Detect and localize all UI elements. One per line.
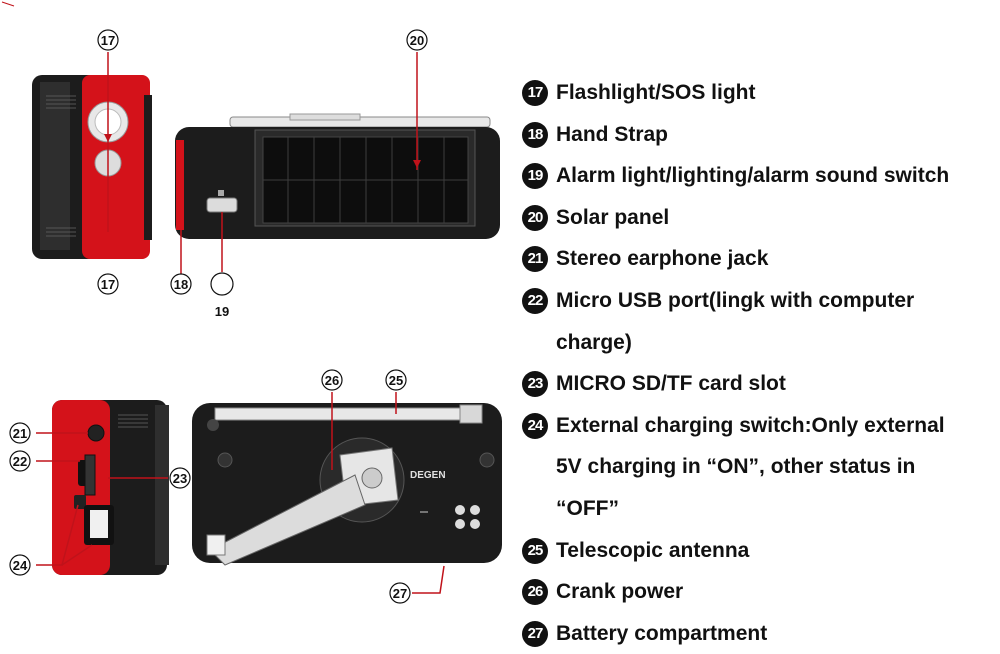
callout-17-bottom bbox=[97, 273, 119, 295]
top-view-solar bbox=[175, 113, 500, 239]
legend-text: Crank power bbox=[556, 580, 684, 604]
legend-text: 5V charging in “ON”, other status in bbox=[556, 455, 916, 479]
callout-17-top-text: 17 bbox=[101, 33, 115, 48]
legend-list: 17 Flashlight/SOS light 18 Hand Strap 19 Al… bbox=[520, 72, 1000, 654]
legend-text: Solar panel bbox=[556, 205, 670, 229]
callout-18 bbox=[170, 273, 192, 295]
callout-27-text: 27 bbox=[393, 586, 407, 601]
legend-item: 20 Solar panel bbox=[520, 197, 1000, 239]
brand-label: DEGEN bbox=[410, 470, 446, 481]
legend-item-continuation: charge) bbox=[520, 322, 1000, 364]
legend-item: 19 Alarm light/lighting/alarm sound switc… bbox=[520, 155, 1000, 197]
legend-item-continuation: 5V charging in “ON”, other status in bbox=[520, 446, 1000, 488]
legend-number: 27 bbox=[522, 620, 548, 647]
legend-number: 24 bbox=[522, 412, 548, 439]
legend-item: 27 Battery compartment bbox=[520, 613, 1000, 654]
callout-17-top bbox=[97, 29, 119, 51]
callout-22 bbox=[9, 450, 31, 472]
legend-number: 20 bbox=[522, 204, 548, 231]
callout-21 bbox=[9, 422, 31, 444]
legend-text: Alarm light/lighting/alarm sound switch bbox=[556, 164, 950, 188]
callout-24 bbox=[9, 554, 31, 576]
legend-item: 17 Flashlight/SOS light bbox=[520, 72, 1000, 114]
legend-item: 24 External charging switch:Only external bbox=[520, 405, 1000, 447]
legend-item-continuation: “OFF” bbox=[520, 488, 1000, 530]
callout-23 bbox=[169, 467, 191, 489]
legend-text: External charging switch:Only external bbox=[556, 413, 945, 437]
callout-26-text: 26 bbox=[325, 373, 339, 388]
legend-text: MICRO SD/TF card slot bbox=[556, 372, 786, 396]
side-view-ports bbox=[52, 400, 169, 575]
legend-text: charge) bbox=[556, 330, 632, 354]
callout-26 bbox=[321, 369, 343, 391]
callout-25-text: 25 bbox=[389, 373, 403, 388]
leader-27 bbox=[412, 565, 445, 594]
legend-text: “OFF” bbox=[556, 496, 619, 520]
legend-number: 21 bbox=[522, 246, 548, 273]
callout-18-text: 18 bbox=[174, 277, 188, 292]
corner-mark bbox=[1, 1, 15, 7]
legend-text: Micro USB port(lingk with computer bbox=[556, 288, 915, 312]
switch-circle bbox=[210, 272, 234, 296]
legend-number: 19 bbox=[522, 163, 548, 190]
back-view-crank bbox=[192, 403, 502, 566]
device-diagram: 17 17 20 18 19 bbox=[1, 1, 502, 604]
legend-item: 21 Stereo earphone jack bbox=[520, 238, 1000, 280]
legend-text: Flashlight/SOS light bbox=[556, 81, 756, 104]
legend-item: 22 Micro USB port(lingk with computer bbox=[520, 280, 1000, 322]
legend-text: Hand Strap bbox=[556, 122, 669, 146]
callout-20 bbox=[406, 29, 428, 51]
legend-item: 18 Hand Strap bbox=[520, 114, 1000, 156]
legend-item: 26 Crank power bbox=[520, 571, 1000, 613]
label-19: 19 bbox=[215, 304, 229, 319]
legend-number: 18 bbox=[522, 121, 548, 148]
legend-number: 17 bbox=[522, 80, 548, 106]
legend-text: Battery compartment bbox=[556, 621, 768, 645]
legend-number: 26 bbox=[522, 579, 548, 606]
callout-27 bbox=[389, 582, 411, 604]
callout-20-text: 20 bbox=[410, 33, 424, 48]
legend-item: 25 Telescopic antenna bbox=[520, 530, 1000, 572]
callout-23-text: 23 bbox=[173, 471, 187, 486]
legend-item: 23 MICRO SD/TF card slot bbox=[520, 363, 1000, 405]
legend-number: 23 bbox=[522, 371, 548, 398]
callout-22-text: 22 bbox=[13, 454, 27, 469]
callout-21-text: 21 bbox=[13, 426, 27, 441]
callout-17-bottom-text: 17 bbox=[101, 277, 115, 292]
legend-text: Telescopic antenna bbox=[556, 538, 750, 562]
callout-24-text: 24 bbox=[13, 558, 28, 573]
legend-text: Stereo earphone jack bbox=[556, 247, 769, 271]
side-view-flashlight bbox=[32, 75, 152, 259]
legend-number: 22 bbox=[522, 287, 548, 314]
legend-number: 25 bbox=[522, 537, 548, 564]
callout-25 bbox=[385, 369, 407, 391]
